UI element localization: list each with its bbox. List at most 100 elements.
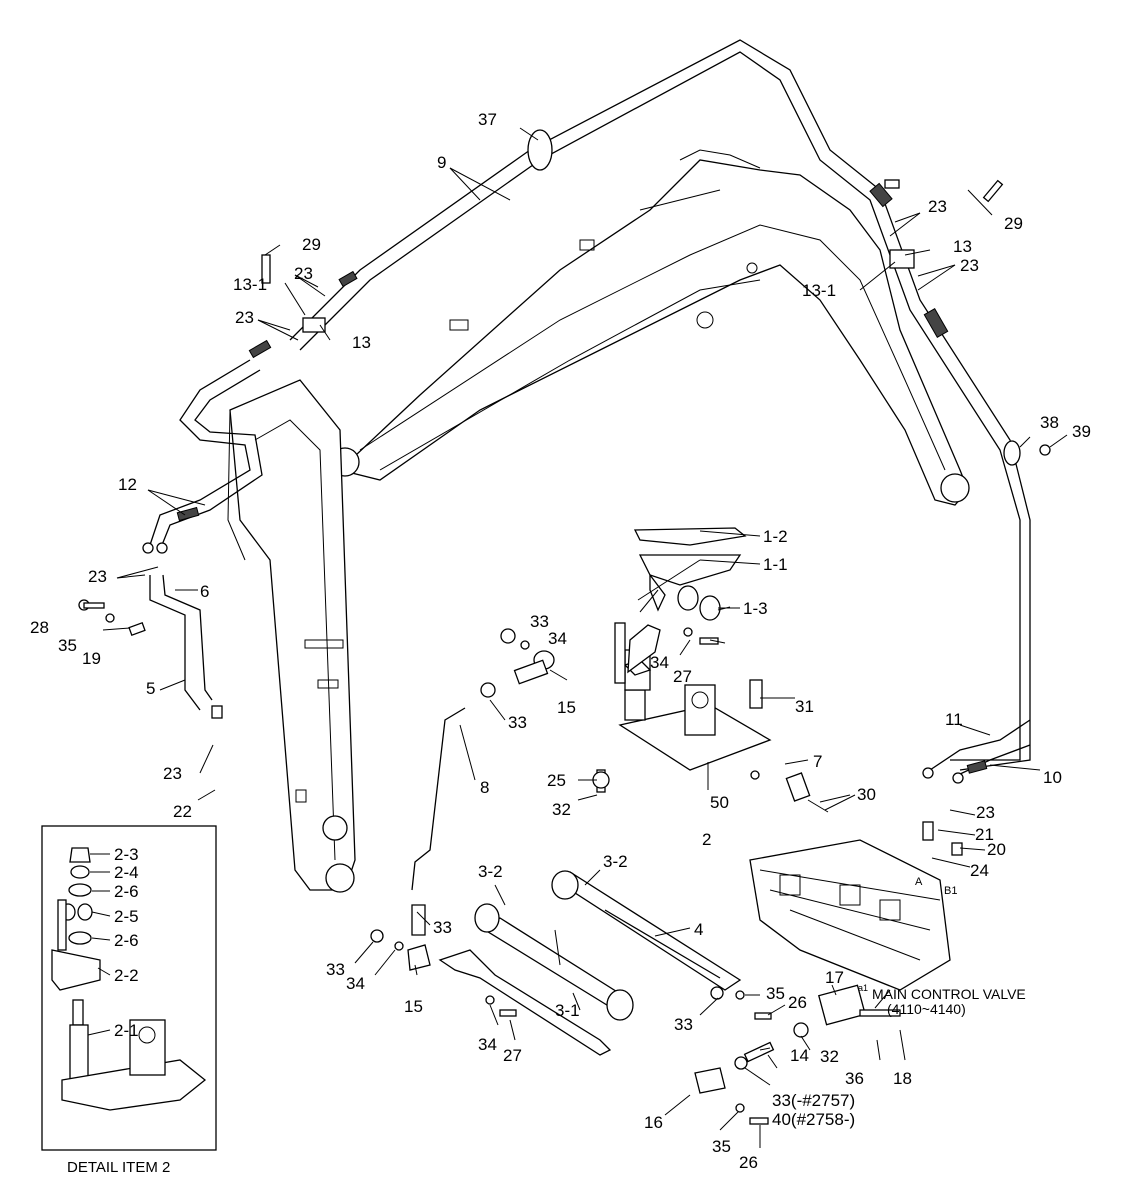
linkage [407, 870, 742, 1094]
callout-27a: 27 [673, 667, 692, 686]
callout-4: 4 [694, 920, 703, 939]
valve-labels: MAIN CONTROL VALVE (4110~4140) A B1 a1 [858, 876, 1026, 1017]
small-parts [78, 179, 1051, 1125]
clamp-38 [1003, 440, 1021, 466]
callout-9: 9 [437, 153, 446, 172]
detail-2-6a: 2-6 [114, 882, 139, 901]
callout-17: 17 [825, 968, 844, 987]
callout-34a: 34 [548, 629, 567, 648]
main-control-valve [749, 839, 951, 1026]
callout-40: 40(#2758-) [772, 1110, 855, 1129]
callout-23d: 23 [928, 197, 947, 216]
callout-13a: 13 [352, 333, 371, 352]
rod-8 [411, 707, 466, 891]
callout-2: 2 [702, 830, 711, 849]
callout-36: 36 [845, 1069, 864, 1088]
callout-23a: 23 [88, 567, 107, 586]
callout-7: 7 [813, 752, 822, 771]
port-a-label: A [915, 876, 923, 888]
callout-3-1: 3-1 [555, 1001, 580, 1020]
detail-2-2: 2-2 [114, 966, 139, 985]
pedal-assembly [614, 527, 772, 771]
callout-39: 39 [1072, 422, 1091, 441]
callout-11: 11 [945, 710, 963, 729]
callout-12: 12 [118, 475, 137, 494]
callout-19: 19 [82, 649, 101, 668]
callout-38: 38 [1040, 413, 1059, 432]
boom [330, 149, 970, 506]
callout-33b: 33 [508, 713, 527, 732]
callout-23e: 23 [960, 256, 979, 275]
callout-13-1a: 13-1 [233, 275, 267, 294]
callout-34b: 34 [650, 653, 669, 672]
callout-33-2757: 33(-#2757) [772, 1091, 855, 1110]
detail-2-6b: 2-6 [114, 931, 139, 950]
callout-33e: 33 [674, 1015, 693, 1034]
detail-2-1: 2-1 [114, 1021, 139, 1040]
callout-25: 25 [547, 771, 566, 790]
callout-3-2a: 3-2 [478, 862, 503, 881]
callout-1-2: 1-2 [763, 527, 788, 546]
callout-31: 31 [795, 697, 814, 716]
callout-23g: 23 [976, 803, 995, 822]
callout-1-1: 1-1 [763, 555, 788, 574]
detail-title: DETAIL ITEM 2 [67, 1159, 170, 1176]
detail-2-4: 2-4 [114, 863, 139, 882]
callout-28: 28 [30, 618, 49, 637]
callout-18: 18 [893, 1069, 912, 1088]
clamp-37 [527, 129, 553, 171]
callout-35c: 35 [712, 1137, 731, 1156]
leader-lines [87, 127, 1068, 1148]
callout-29b: 29 [1004, 214, 1023, 233]
callout-15a: 15 [557, 698, 576, 717]
arm [227, 379, 356, 893]
pipe-9 [289, 39, 1031, 771]
callout-23c: 23 [235, 308, 254, 327]
detail-item-2 [41, 825, 217, 1151]
fittings [142, 182, 988, 841]
callout-35b: 35 [766, 984, 785, 1003]
callout-50: 50 [710, 793, 729, 812]
callout-10: 10 [1043, 768, 1062, 787]
callout-20: 20 [987, 840, 1006, 859]
callout-34c: 34 [346, 974, 365, 993]
callout-1-3: 1-3 [743, 599, 768, 618]
callout-3-2b: 3-2 [603, 852, 628, 871]
callout-29a: 29 [302, 235, 321, 254]
callout-labels: 1-2 1-1 1-3 2 3-1 3-2 3-2 4 5 6 7 8 9 10… [30, 110, 1091, 1172]
callout-34d: 34 [478, 1035, 497, 1054]
callout-32b: 32 [820, 1047, 839, 1066]
callout-26b: 26 [739, 1153, 758, 1172]
callout-23b: 23 [294, 264, 313, 283]
callout-26a: 26 [788, 993, 807, 1012]
callout-33c: 33 [433, 918, 452, 937]
port-a1-label: a1 [858, 983, 868, 993]
callout-30: 30 [857, 785, 876, 804]
callout-22: 22 [173, 802, 192, 821]
callout-24: 24 [970, 861, 989, 880]
main-control-valve-label: MAIN CONTROL VALVE [872, 986, 1026, 1002]
detail-2-5: 2-5 [114, 907, 139, 926]
callout-27b: 27 [503, 1046, 522, 1065]
callout-5: 5 [146, 679, 155, 698]
callout-6: 6 [200, 582, 209, 601]
callout-13b: 13 [953, 237, 972, 256]
main-control-valve-range: (4110~4140) [887, 1001, 966, 1017]
callout-33d: 33 [326, 960, 345, 979]
callout-32a: 32 [552, 800, 571, 819]
callout-14: 14 [790, 1046, 809, 1065]
callout-16: 16 [644, 1113, 663, 1132]
callout-21: 21 [975, 825, 994, 844]
callout-8: 8 [480, 778, 489, 797]
callout-33a: 33 [530, 612, 549, 631]
detail-labels: 2-3 2-4 2-6 2-5 2-6 2-2 2-1 DETAIL ITEM … [67, 845, 170, 1176]
callout-35a: 35 [58, 636, 77, 655]
callout-13-1b: 13-1 [802, 281, 836, 300]
callout-23f: 23 [163, 764, 182, 783]
detail-frame [41, 825, 217, 1151]
detail-2-3: 2-3 [114, 845, 139, 864]
callout-15b: 15 [404, 997, 423, 1016]
pipe-5-6 [149, 574, 213, 711]
port-b1-label: B1 [944, 885, 957, 897]
